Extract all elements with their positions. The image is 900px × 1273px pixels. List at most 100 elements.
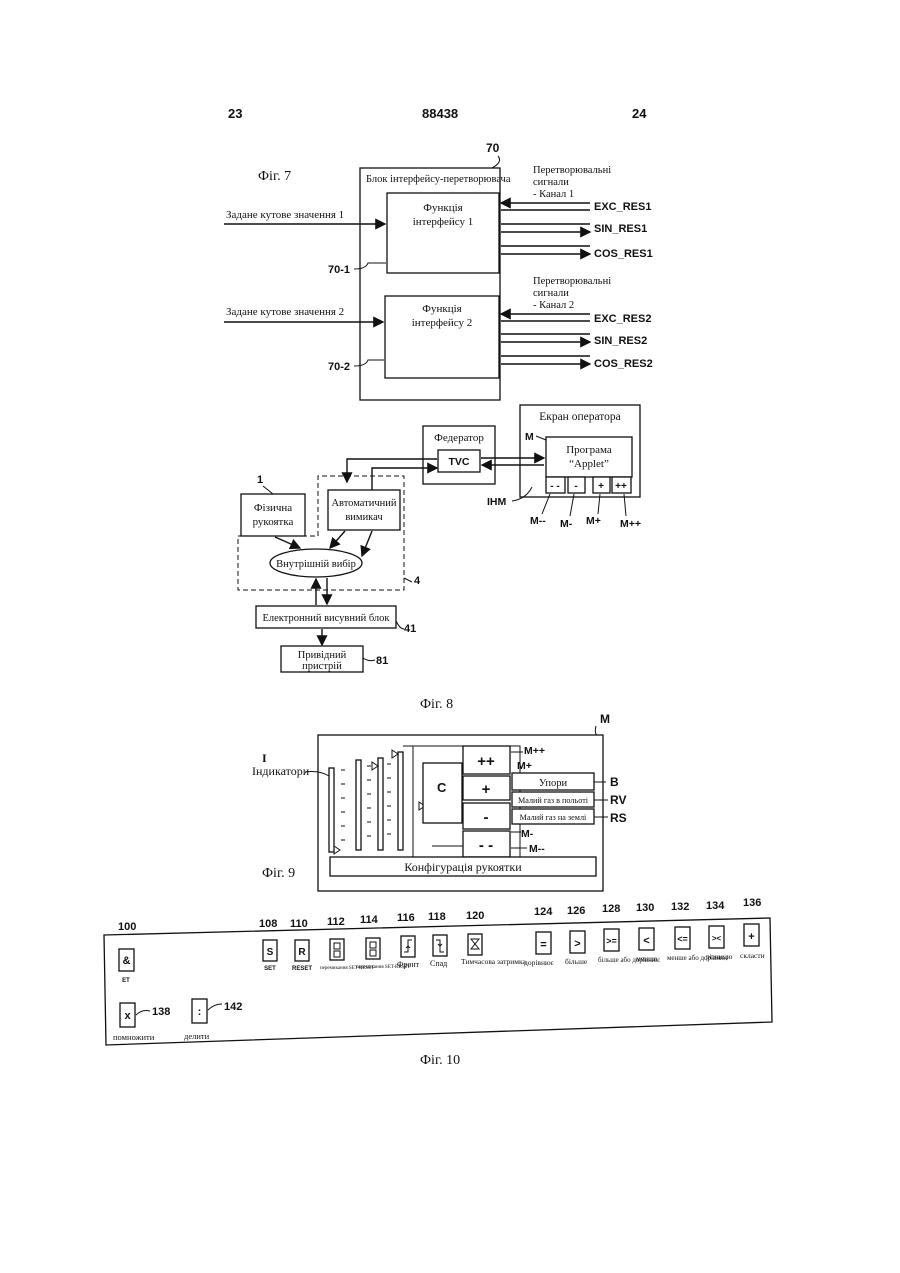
less-symbol: < [643, 935, 649, 947]
ref-b: B [610, 775, 619, 789]
func1-line2: інтерфейсу 1 [413, 216, 474, 228]
applet-program [546, 437, 632, 477]
ref-4-leader [404, 578, 412, 582]
set-label: SET [264, 966, 276, 972]
label-m-minus-minus-fig9: M-- [529, 843, 545, 855]
converter-block-title: Блок інтерфейсу-перетворювача [366, 174, 511, 185]
switch-to-select-2 [362, 531, 372, 556]
ch2-line3: - Канал 2 [533, 300, 574, 311]
ref-70-2: 70-2 [328, 361, 350, 373]
idle-flight-label: Малий газ в польоті [518, 796, 589, 805]
equal-symbol: = [540, 939, 546, 951]
handle-line2: рукоятка [253, 516, 294, 528]
sig-cos-res1: COS_RES1 [594, 248, 653, 260]
switch-to-select-1 [330, 531, 345, 548]
falling-edge-label: Спад [430, 959, 447, 968]
button-plus-plus-label: ++ [477, 753, 495, 770]
button-minus-label: - [484, 809, 489, 826]
figure-8: Екран оператора M Програма “Applet” - - … [238, 405, 641, 712]
ref-128: 128 [602, 903, 620, 915]
ch2-line2: сигнали [533, 288, 569, 299]
scale-bar-3 [378, 758, 383, 850]
ref-110: 110 [290, 918, 308, 930]
scale-bar-1 [329, 768, 334, 852]
indicators-label: Індикатори [252, 764, 310, 778]
divide-label: делити [184, 1031, 210, 1041]
divide-symbol: : [198, 1006, 202, 1018]
ref-100: 100 [118, 921, 136, 933]
electronic-block-label: Електронний висувний блок [262, 613, 390, 624]
sig-sin-res1: SIN_RES1 [594, 223, 647, 235]
greater-equal-symbol: >= [606, 936, 617, 946]
handle-to-select [275, 537, 300, 548]
ref-m-fig9: M [600, 712, 610, 726]
federator-label: Федератор [434, 432, 484, 444]
fig7-caption: Фіг. 7 [258, 169, 291, 184]
ref-70-leader [492, 156, 500, 168]
switch-line2: вимикач [345, 512, 383, 523]
config-label: Конфігурація рукоятки [404, 860, 522, 874]
ch1-line2: сигнали [533, 177, 569, 188]
ref-116: 116 [397, 912, 415, 924]
label-m-minus-fig9: M- [521, 828, 534, 840]
func2-line1: Функція [422, 303, 461, 315]
ref-132: 132 [671, 901, 689, 913]
fig9-caption: Фіг. 9 [262, 866, 295, 881]
ref-120: 120 [466, 910, 484, 922]
scale-bar-4 [398, 752, 403, 850]
figure-7: Фіг. 7 70 Блок інтерфейсу-перетворювача … [224, 141, 653, 400]
label-m-plus: M+ [586, 515, 601, 527]
ch2-line1: Перетворювальні [533, 276, 611, 287]
label-m-minus-minus: M-- [530, 515, 546, 527]
multiply-label: помножити [113, 1032, 155, 1042]
func2-line2: інтерфейсу 2 [412, 317, 473, 329]
func1-line1: Функція [423, 202, 462, 214]
document-number: 88438 [422, 106, 458, 121]
ref-126: 126 [567, 905, 585, 917]
ref-1-leader [263, 486, 273, 494]
ref-81: 81 [376, 655, 388, 667]
label-m-plus-plus-fig9: M++ [524, 745, 545, 757]
drive-line2: пристрій [302, 661, 342, 672]
less-equal-symbol: <= [677, 934, 688, 944]
ref-70: 70 [486, 141, 500, 155]
page-number-left: 23 [228, 106, 242, 121]
automatic-switch [328, 490, 400, 530]
ref-ihm: IHM [487, 496, 507, 508]
reset-label: RESET [292, 966, 312, 972]
page-number-right: 24 [632, 106, 647, 121]
and-label: ET [122, 978, 130, 984]
greater-label: більше [565, 957, 588, 966]
ref-70-1: 70-1 [328, 264, 350, 276]
ref-136: 136 [743, 897, 761, 909]
label-m-plus-plus: M++ [620, 518, 641, 530]
ref-142: 142 [224, 1001, 242, 1013]
button-minus-minus-label: - - [479, 837, 493, 854]
difference-label: різницю [706, 952, 733, 961]
ref-112: 112 [327, 916, 345, 928]
button-plus-label: + [482, 781, 491, 798]
ref-rs: RS [610, 811, 627, 825]
ref-130: 130 [636, 902, 654, 914]
time-delay-label: Тимчасова затримка [461, 957, 526, 966]
sig-exc-res1: EXC_RES1 [594, 201, 651, 213]
key-plus-plus-label: ++ [615, 481, 627, 492]
sig-sin-res2: SIN_RES2 [594, 335, 647, 347]
ref-rv: RV [610, 793, 626, 807]
add-symbol: + [748, 931, 754, 943]
label-m-plus-fig9: M+ [517, 760, 532, 772]
physical-handle [241, 494, 305, 536]
ch1-line1: Перетворювальні [533, 165, 611, 176]
drive-line1: Привідний [298, 650, 347, 661]
input-angle-2: Задане кутове значення 2 [226, 306, 344, 318]
label-m-minus: M- [560, 518, 573, 530]
sig-exc-res2: EXC_RES2 [594, 313, 651, 325]
ref-114: 114 [360, 914, 379, 926]
switch-line1: Автоматичний [331, 498, 396, 509]
idle-ground-label: Малий газ на землі [520, 813, 587, 822]
ref-4: 4 [414, 575, 421, 587]
and-symbol: & [123, 955, 131, 967]
figure-10: 100 & ET 108 S SET 110 R RESET 112 перем… [104, 897, 772, 1068]
tvc-label: TVC [449, 456, 470, 468]
